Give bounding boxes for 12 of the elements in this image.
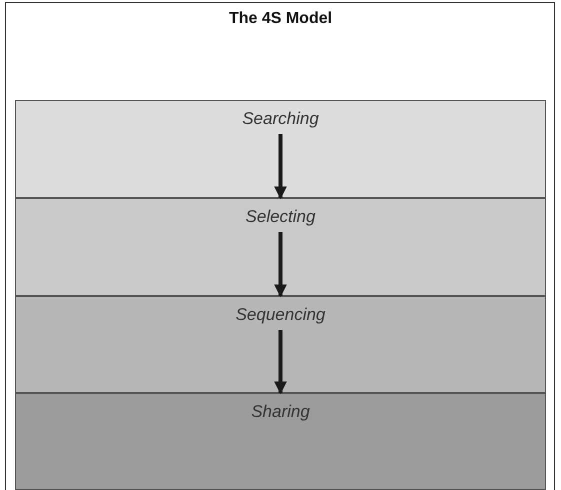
stage-band [15,296,546,393]
stage-label: Sequencing [236,305,326,325]
arrow [274,232,287,298]
arrow [274,330,287,394]
stage-label: Sharing [251,402,310,422]
stage-label: Searching [242,109,319,129]
stage-band [15,100,546,198]
stage-label: Selecting [246,207,316,227]
diagram-title: The 4S Model [228,10,332,28]
stage-band [15,198,546,296]
arrow [274,134,287,200]
stage-band [15,393,546,490]
